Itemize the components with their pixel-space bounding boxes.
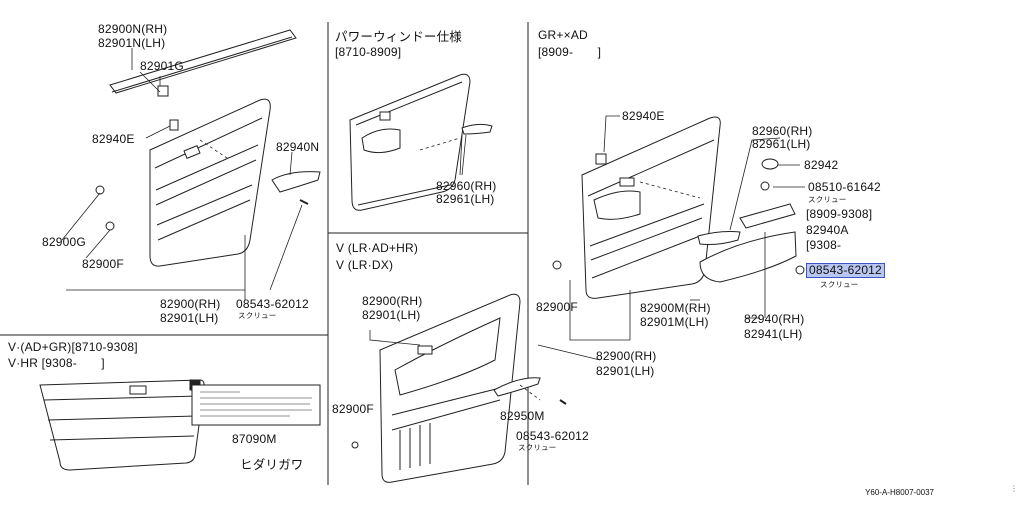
title-gr-ad-range: [8909- ]	[538, 45, 602, 59]
label-82901-lh-left: 82901(LH)	[160, 311, 219, 325]
title-gr-ad: GR+×AD	[538, 28, 588, 42]
label-87090m: 87090M	[232, 432, 277, 446]
label-82900-rh-center: 82900(RH)	[362, 294, 423, 308]
panel5-door-trim	[552, 116, 805, 299]
label-82940a: 82940A	[806, 223, 849, 237]
title-v-hr: V·HR [9308- ]	[8, 356, 105, 370]
label-82940-rh: 82940(RH)	[744, 312, 805, 326]
reference-code: Y60-A-H8007-0037	[865, 488, 934, 497]
label-82940n: 82940N	[276, 140, 320, 154]
label-08543-highlighted[interactable]: 08543-62012	[806, 263, 885, 278]
panel2-power-window	[349, 73, 493, 211]
label-82960-rh-right: 82960(RH)	[752, 124, 813, 138]
title-power-window: パワーウィンドー仕様	[335, 29, 463, 44]
label-08510: 08510-61642	[808, 180, 881, 194]
edge-mark: ⋮	[1010, 484, 1018, 493]
label-82901m-lh: 82901M(LH)	[640, 315, 709, 329]
label-82901-lh-center: 82901(LH)	[362, 308, 421, 322]
label-82960-rh-mid: 82960(RH)	[436, 179, 497, 193]
label-8909-9308: [8909-9308]	[806, 207, 873, 221]
label-screw-center: スクリュー	[518, 443, 557, 452]
label-82900m-rh: 82900M(RH)	[640, 301, 711, 315]
label-82901g: 82901G	[140, 59, 184, 73]
label-82900n-rh: 82900N(RH)	[98, 22, 168, 36]
label-hidarigawa: ヒダリガワ	[240, 457, 304, 472]
label-82900-rh-right: 82900(RH)	[596, 349, 657, 363]
label-82961-lh-right: 82961(LH)	[752, 137, 811, 151]
label-82901-lh-right: 82901(LH)	[596, 364, 655, 378]
label-screw-left: スクリュー	[238, 311, 277, 320]
label-9308: [9308-	[806, 238, 842, 252]
label-82961-lh-mid: 82961(LH)	[436, 192, 495, 206]
label-82950m: 82950M	[500, 409, 545, 423]
label-82900f-center: 82900F	[332, 402, 374, 416]
label-82940e-left: 82940E	[92, 132, 135, 146]
panel1-door-trim	[95, 29, 321, 267]
label-82901n-lh: 82901N(LH)	[98, 36, 166, 50]
panel3-door-trim	[351, 293, 567, 483]
label-82900-rh-left: 82900(RH)	[160, 297, 221, 311]
title-v-ad-gr: V·(AD+GR)[8710-9308]	[8, 340, 138, 354]
label-82942: 82942	[804, 158, 839, 172]
title-power-window-range: [8710-8909]	[335, 45, 402, 59]
label-screw-right-1: スクリュー	[808, 195, 847, 204]
label-screw-right-2: スクリュー	[820, 280, 859, 289]
label-82941-lh: 82941(LH)	[744, 327, 803, 341]
label-82900f-left: 82900F	[82, 257, 124, 271]
title-v-lr-ad-hr: V (LR·AD+HR)	[336, 241, 419, 255]
label-82900g: 82900G	[42, 235, 86, 249]
panel4-door-with-label	[39, 379, 321, 471]
label-82940e-right: 82940E	[622, 109, 665, 123]
title-v-lr-dx: V (LR·DX)	[336, 258, 394, 272]
label-08543-center: 08543-62012	[516, 429, 589, 443]
label-08543-left: 08543-62012	[236, 297, 309, 311]
label-82900f-right: 82900F	[536, 300, 578, 314]
